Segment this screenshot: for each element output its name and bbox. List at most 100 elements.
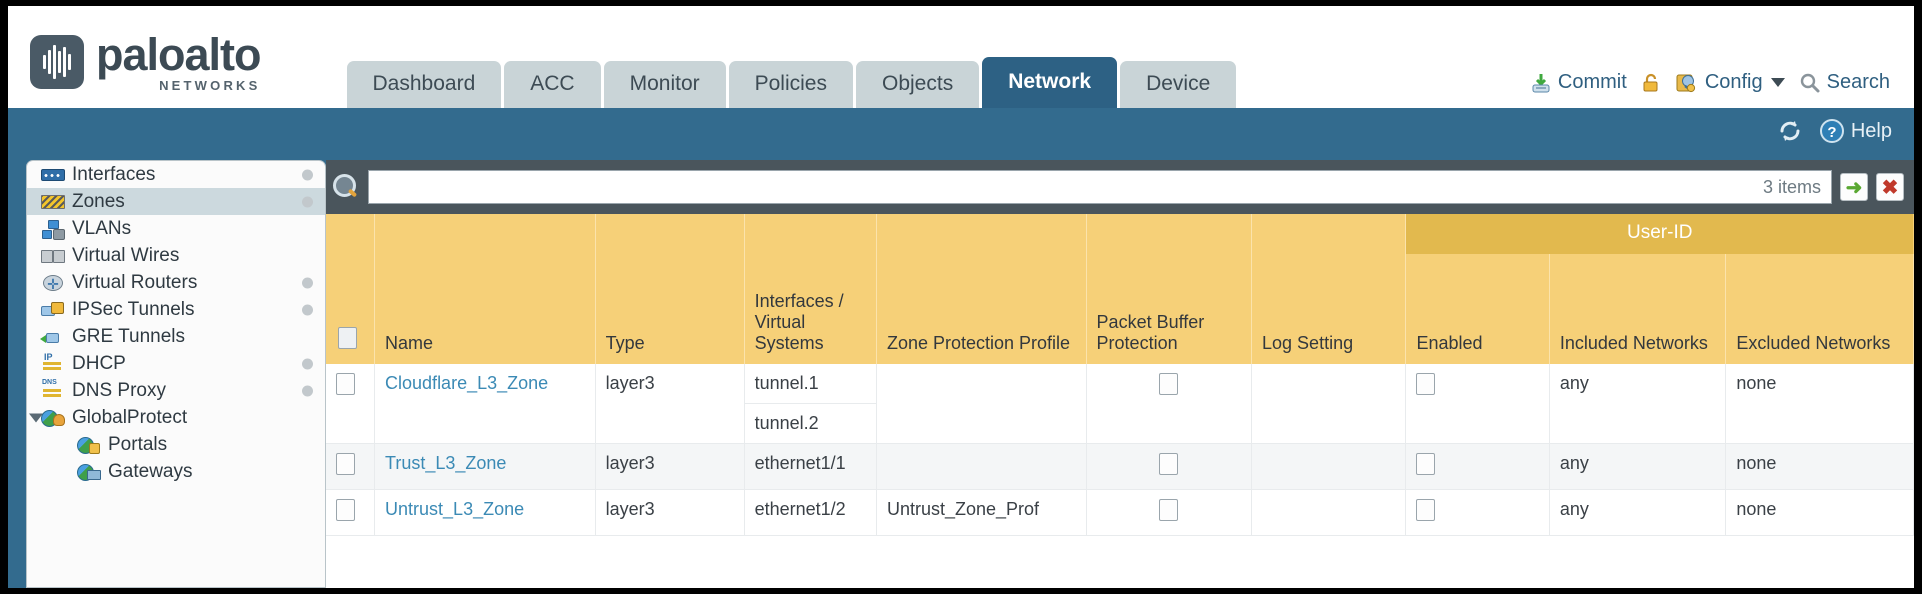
search-button[interactable]: Search (1799, 71, 1890, 94)
row-checkbox[interactable] (336, 453, 355, 475)
gre-tunnels-icon (40, 327, 65, 347)
zones-icon (41, 192, 65, 212)
row-select-cell (326, 443, 376, 490)
sidebar-item-label: Virtual Wires (72, 244, 180, 266)
sidebar-item-globalprotect[interactable]: GlobalProtect (27, 404, 325, 431)
config-dropdown[interactable]: Config (1675, 71, 1785, 94)
sidebar-item-indicator (302, 169, 313, 180)
select-all-header (326, 214, 376, 364)
search-icon (1800, 73, 1820, 92)
cell-name: Cloudflare_L3_Zone (374, 364, 596, 444)
sidebar-item-label: Portals (108, 433, 168, 455)
column-zone-protection-profile[interactable]: Zone Protection Profile (876, 214, 1087, 364)
user-id-enabled-checkbox[interactable] (1416, 499, 1436, 521)
help-icon: ? (1819, 119, 1844, 143)
sidebar-item-virtual-wires[interactable]: Virtual Wires (27, 242, 325, 269)
tab-device[interactable]: Device (1120, 61, 1237, 108)
cell-excluded-networks: none (1725, 364, 1914, 444)
interfaces-icon (41, 165, 65, 185)
config-icon (1676, 74, 1695, 92)
column-user-id-enabled[interactable]: Enabled (1405, 254, 1550, 364)
brand-name: paloalto (96, 29, 262, 80)
commit-button[interactable]: Commit (1530, 71, 1627, 94)
cell-user-id-enabled (1405, 364, 1550, 444)
zone-name-link[interactable]: Untrust_L3_Zone (385, 499, 525, 519)
tab-network[interactable]: Network (982, 57, 1118, 108)
sub-toolbar: ? Help (8, 108, 1914, 160)
sidebar-item-dns-proxy[interactable]: DNS Proxy (27, 377, 325, 404)
zone-name-link[interactable]: Cloudflare_L3_Zone (385, 373, 549, 393)
column-name[interactable]: Name (374, 214, 596, 364)
sidebar-item-portals[interactable]: Portals (27, 431, 325, 458)
interface-item: ethernet1/2 (754, 499, 846, 519)
sidebar-item-zones[interactable]: Zones (27, 188, 325, 215)
zone-name-link[interactable]: Trust_L3_Zone (385, 453, 507, 473)
search-box[interactable]: 3 items (368, 170, 1832, 204)
tab-monitor[interactable]: Monitor (603, 61, 726, 108)
svg-text:?: ? (1827, 124, 1836, 141)
packet-buffer-protection-checkbox[interactable] (1159, 499, 1179, 521)
apply-filter-button[interactable]: ➜ (1840, 173, 1868, 201)
select-all-checkbox[interactable] (338, 327, 357, 349)
row-checkbox[interactable] (336, 373, 355, 395)
paloalto-logo-icon (30, 35, 84, 89)
cell-excluded-networks: none (1725, 489, 1914, 536)
tab-policies[interactable]: Policies (728, 61, 853, 108)
cell-log-setting (1251, 443, 1407, 490)
packet-buffer-protection-checkbox[interactable] (1159, 453, 1179, 475)
help-button[interactable]: ? Help (1819, 118, 1892, 144)
chevron-down-icon[interactable] (29, 413, 43, 422)
sidebar-item-virtual-routers[interactable]: Virtual Routers (27, 269, 325, 296)
search-input[interactable] (379, 176, 1755, 198)
sidebar-item-gateways[interactable]: Gateways (27, 458, 325, 485)
tab-objects[interactable]: Objects (856, 61, 980, 108)
brand-logo: paloalto NETWORKS (8, 29, 262, 108)
tab-acc[interactable]: ACC (504, 61, 601, 108)
help-label: Help (1850, 119, 1892, 142)
cell-included-networks: any (1549, 443, 1727, 490)
lock-icon (1643, 73, 1658, 91)
ipsec-tunnels-icon (41, 300, 65, 320)
sidebar-item-dhcp[interactable]: DHCP (27, 350, 325, 377)
refresh-icon[interactable] (1777, 118, 1803, 144)
row-checkbox[interactable] (336, 499, 355, 521)
user-id-enabled-checkbox[interactable] (1416, 373, 1436, 395)
column-included-networks[interactable]: Included Networks (1549, 254, 1727, 364)
sidebar-item-label: DHCP (72, 352, 126, 374)
cell-interfaces: ethernet1/2 (744, 489, 877, 536)
sidebar-item-ipsec-tunnels[interactable]: IPSec Tunnels (27, 296, 325, 323)
column-excluded-networks[interactable]: Excluded Networks (1725, 254, 1914, 364)
interface-item: tunnel.2 (754, 413, 819, 433)
column-log-setting[interactable]: Log Setting (1251, 214, 1407, 364)
sidebar-item-label: Interfaces (72, 163, 156, 185)
cell-name: Trust_L3_Zone (374, 443, 596, 490)
utility-bar: Commit Config (1530, 71, 1914, 108)
tab-dashboard[interactable]: Dashboard (346, 61, 502, 108)
column-type[interactable]: Type (595, 214, 745, 364)
sidebar-item-interfaces[interactable]: Interfaces (27, 161, 325, 188)
sidebar-item-vlans[interactable]: VLANs (27, 215, 325, 242)
sidebar-item-indicator (302, 196, 313, 207)
config-label: Config (1704, 71, 1763, 93)
cell-type: layer3 (595, 364, 745, 444)
clear-filter-button[interactable]: ✖ (1876, 173, 1904, 201)
row-select-cell (326, 364, 376, 444)
virtual-routers-icon (41, 273, 65, 293)
column-packet-buffer-protection[interactable]: Packet Buffer Protection (1086, 214, 1253, 364)
lock-button[interactable] (1641, 72, 1661, 94)
cell-type: layer3 (595, 489, 745, 536)
cell-zone-protection-profile (876, 443, 1087, 490)
dns-proxy-icon (41, 379, 65, 401)
user-id-enabled-checkbox[interactable] (1416, 453, 1436, 475)
top-bar: paloalto NETWORKS Dashboard ACC Monitor … (8, 6, 1914, 108)
packet-buffer-protection-checkbox[interactable] (1159, 373, 1179, 395)
sidebar-item-gre-tunnels[interactable]: GRE Tunnels (27, 323, 325, 350)
cell-zone-protection-profile (876, 364, 1087, 444)
